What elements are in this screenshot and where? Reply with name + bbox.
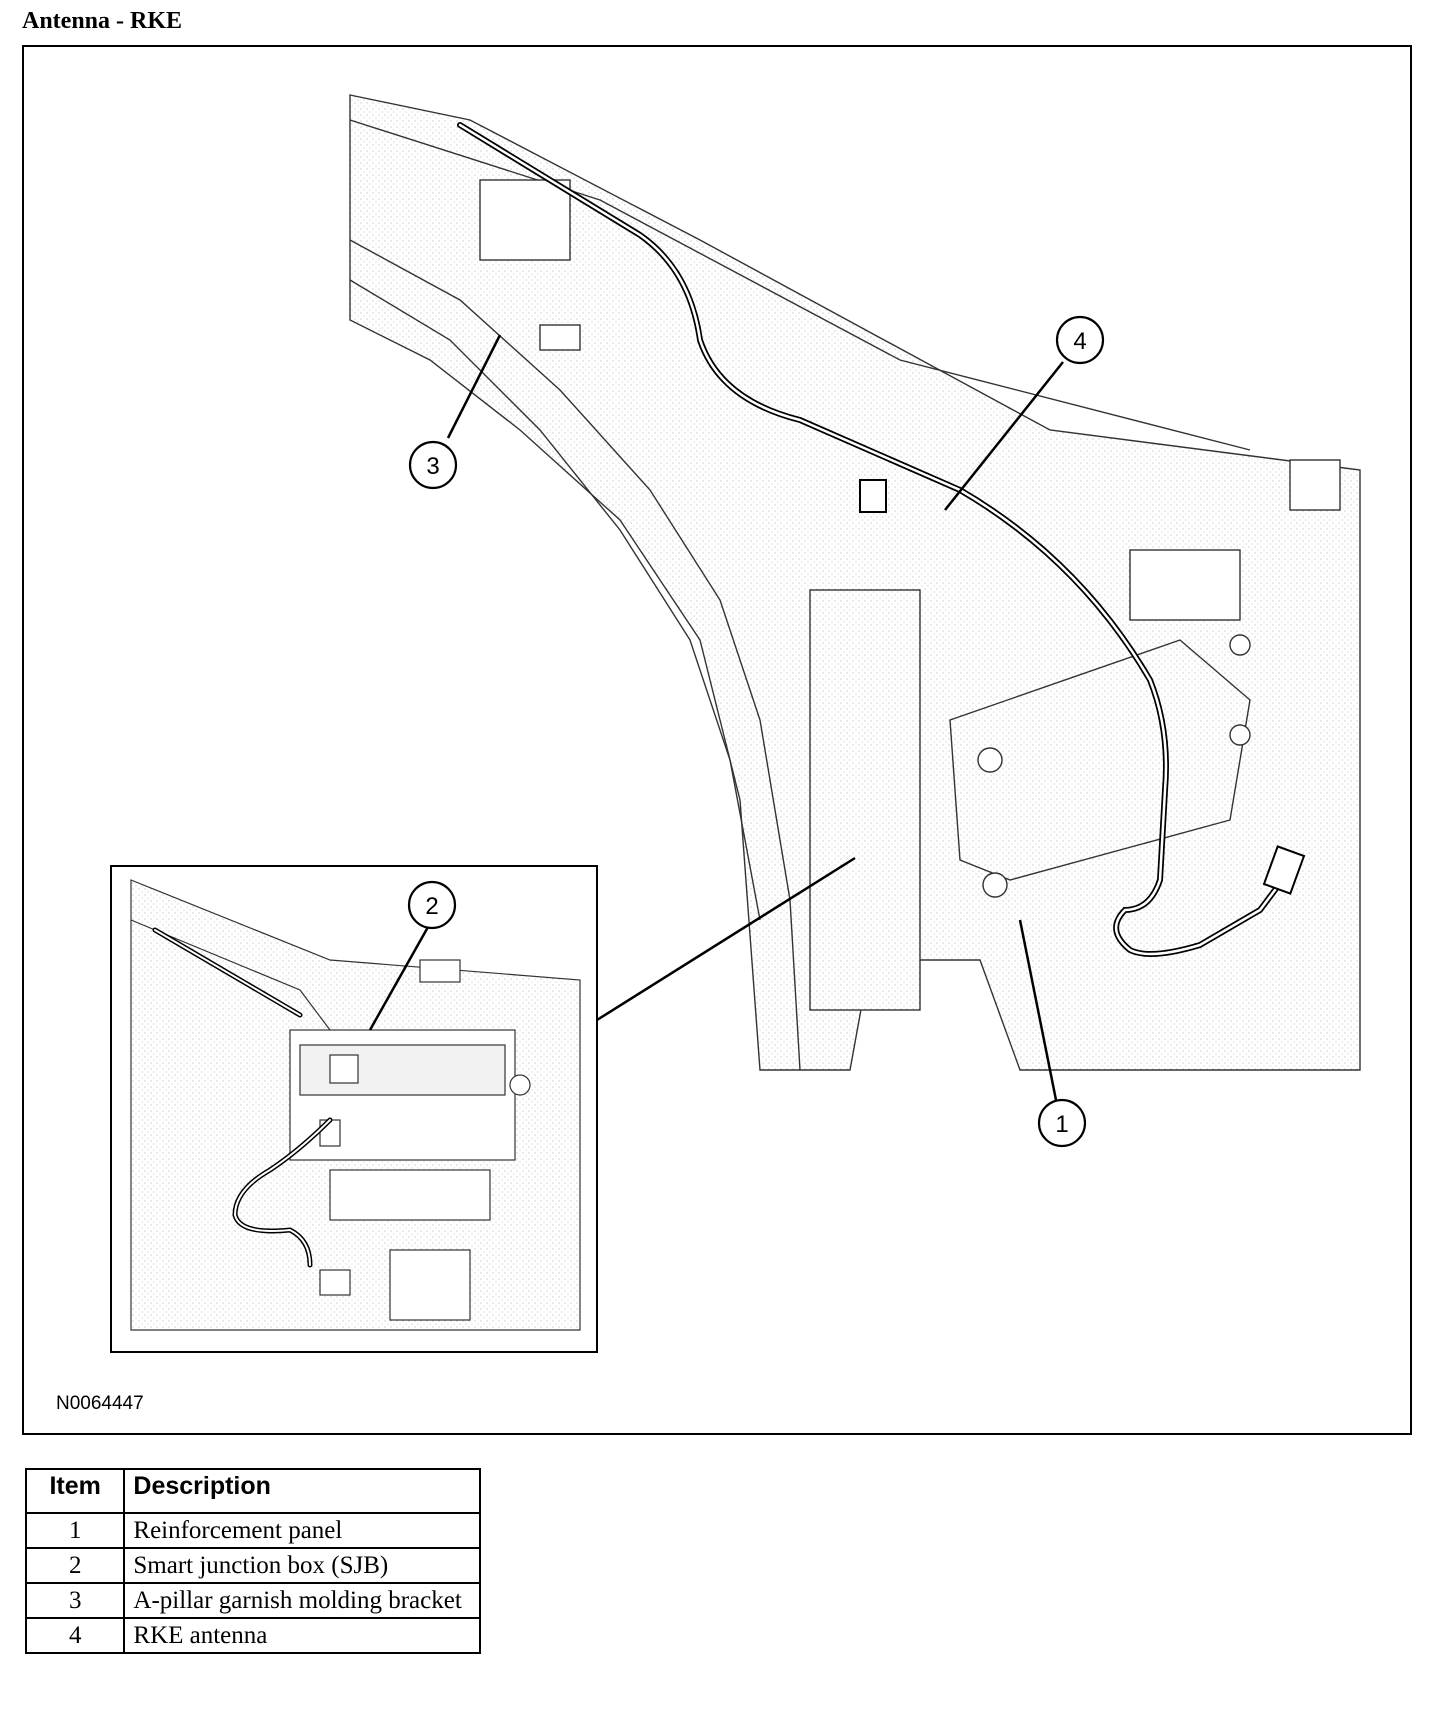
legend-header-row: Item Description (24, 1468, 481, 1514)
legend-item-number: 1 (24, 1512, 126, 1549)
legend-header-item: Item (24, 1468, 126, 1514)
callout-2: 2 (407, 880, 457, 930)
table-row: 2 Smart junction box (SJB) (24, 1547, 481, 1584)
legend-table: Item Description 1 Reinforcement panel 2… (24, 1468, 481, 1654)
legend-item-number: 4 (24, 1617, 126, 1654)
legend-item-description: RKE antenna (123, 1617, 481, 1654)
legend-header-description: Description (123, 1468, 481, 1514)
page-title: Antenna - RKE (22, 8, 183, 34)
inset-connector-line (596, 856, 856, 1022)
callout-3: 3 (408, 440, 458, 490)
callout-1-label: 1 (1055, 1111, 1068, 1138)
table-row: 1 Reinforcement panel (24, 1512, 481, 1549)
figure-id: N0064447 (56, 1393, 144, 1414)
inset-detail (110, 865, 598, 1353)
callout-4-label: 4 (1073, 328, 1086, 355)
legend-item-description: Smart junction box (SJB) (123, 1547, 481, 1584)
callout-2-label: 2 (425, 893, 438, 920)
legend-item-description: A-pillar garnish molding bracket (123, 1582, 481, 1619)
figure-frame (22, 45, 1412, 1435)
leader-lines (368, 334, 1064, 1101)
table-row: 3 A-pillar garnish molding bracket (24, 1582, 481, 1619)
table-row: 4 RKE antenna (24, 1617, 481, 1654)
legend-item-description: Reinforcement panel (123, 1512, 481, 1549)
a-pillar-structure (349, 94, 1361, 1071)
legend-item-number: 3 (24, 1582, 126, 1619)
rke-antenna-cable (457, 122, 1306, 957)
callout-4: 4 (1055, 315, 1105, 365)
callout-3-label: 3 (426, 453, 439, 480)
callout-1: 1 (1037, 1098, 1087, 1148)
legend-item-number: 2 (24, 1547, 126, 1584)
